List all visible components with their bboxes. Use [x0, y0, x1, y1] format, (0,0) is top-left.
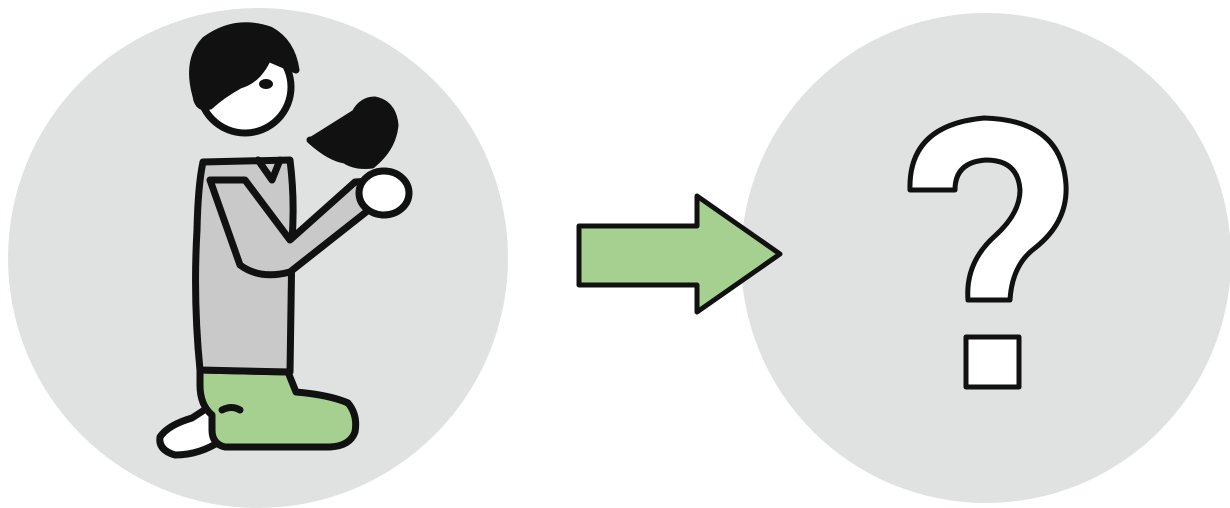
eye-icon — [259, 79, 273, 89]
question-dot — [966, 337, 1019, 387]
knee-line — [222, 408, 240, 411]
hand-icon — [359, 171, 409, 215]
